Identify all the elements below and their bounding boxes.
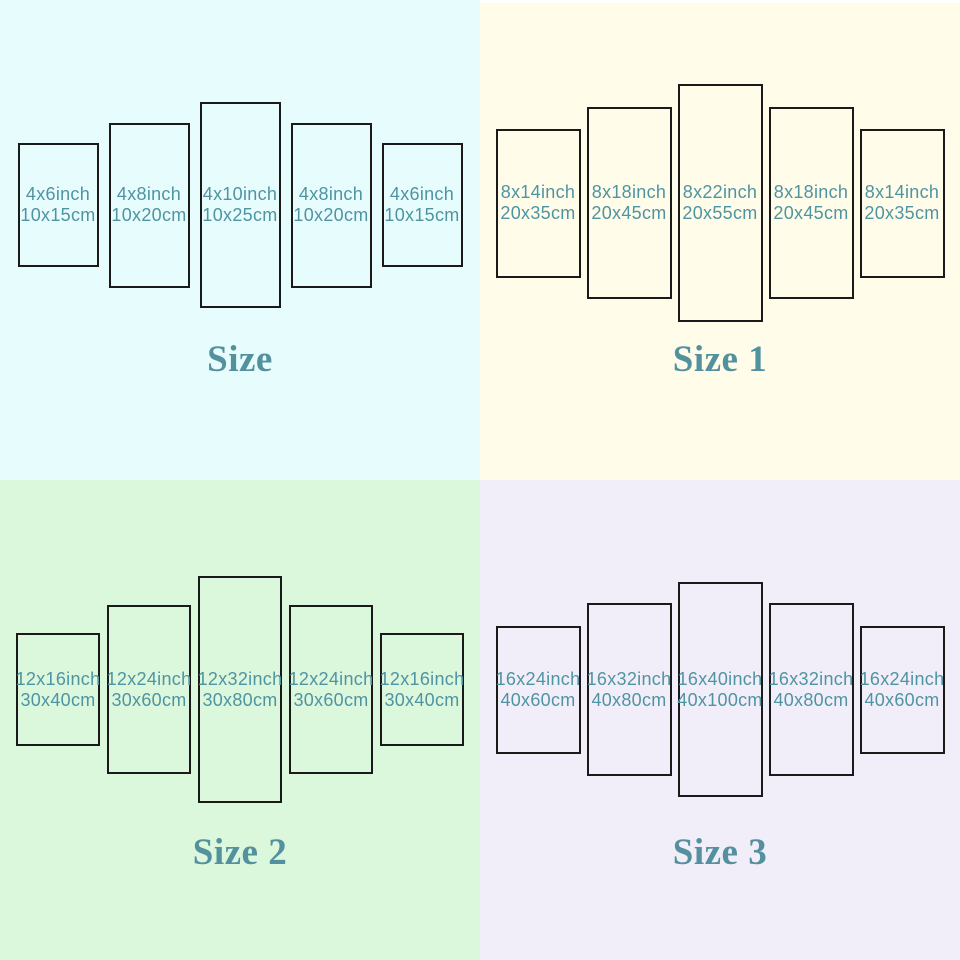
panel-size-cm: 10x20cm [111, 205, 187, 225]
panel-size-cm: 40x60cm [864, 689, 940, 710]
panel-size-label: 8x18inch 20x45cm [773, 182, 848, 224]
panel-size-inch: 4x10inch [202, 184, 278, 204]
panel-size-inch: 4x8inch [298, 184, 364, 204]
panel-size-label: 12x16inch 30x40cm [16, 669, 101, 711]
size-chart-quadrant-size-2: 12x16inch 30x40cm 12x24inch 30x60cm 12x3… [0, 480, 480, 960]
canvas-panel-4: 4x8inch 10x20cm [290, 122, 372, 288]
panel-row: 16x24inch 40x60cm 16x32inch 40x80cm 16x4… [480, 582, 960, 797]
panel-size-cm: 20x35cm [864, 203, 940, 223]
panel-size-cm: 20x35cm [500, 203, 576, 223]
canvas-panel-5: 16x24inch 40x60cm [859, 625, 945, 754]
panel-size-cm: 10x15cm [384, 205, 460, 225]
panel-size-cm: 30x60cm [293, 689, 369, 710]
panel-size-inch: 8x18inch [773, 182, 849, 202]
canvas-panel-3: 8x22inch 20x55cm [677, 84, 763, 322]
panel-size-label: 8x14inch 20x35cm [864, 182, 939, 224]
canvas-panel-4: 8x18inch 20x45cm [768, 107, 854, 299]
panel-size-inch: 16x24inch [859, 668, 945, 689]
panel-size-cm: 20x45cm [591, 203, 667, 223]
panel-size-inch: 8x22inch [682, 182, 758, 202]
canvas-panel-2: 12x24inch 30x60cm [107, 605, 191, 774]
panel-size-cm: 30x40cm [20, 689, 96, 710]
panel-size-label: 4x6inch 10x15cm [20, 184, 95, 226]
panel-size-label: 8x14inch 20x35cm [500, 182, 575, 224]
panel-size-cm: 30x40cm [384, 689, 460, 710]
panel-size-inch: 16x32inch [586, 668, 672, 689]
canvas-panel-4: 16x32inch 40x80cm [768, 603, 854, 776]
panel-size-inch: 8x18inch [591, 182, 667, 202]
panel-size-cm: 10x15cm [20, 205, 96, 225]
panel-size-cm: 40x80cm [591, 689, 667, 710]
panel-size-label: 8x22inch 20x55cm [682, 182, 757, 224]
panel-size-inch: 12x16inch [15, 668, 101, 689]
panel-size-inch: 8x14inch [864, 182, 940, 202]
panel-size-label: 12x24inch 30x60cm [289, 669, 374, 711]
canvas-panel-1: 8x14inch 20x35cm [495, 128, 581, 278]
panel-size-label: 12x32inch 30x80cm [198, 669, 283, 711]
canvas-panel-1: 12x16inch 30x40cm [16, 633, 100, 746]
canvas-panel-3: 4x10inch 10x25cm [199, 102, 281, 308]
panel-size-label: 4x6inch 10x15cm [384, 184, 459, 226]
size-chart-quadrant-size-1: 8x14inch 20x35cm 8x18inch 20x45cm 8x22in… [480, 0, 960, 480]
canvas-panel-1: 16x24inch 40x60cm [495, 625, 581, 754]
canvas-panel-4: 12x24inch 30x60cm [289, 605, 373, 774]
quadrant-title: Size 3 [672, 832, 768, 873]
canvas-panel-1: 4x6inch 10x15cm [17, 143, 99, 267]
panel-size-inch: 8x14inch [500, 182, 576, 202]
panel-size-cm: 40x100cm [677, 689, 763, 710]
panel-size-cm: 10x25cm [202, 205, 278, 225]
panel-size-inch: 16x32inch [768, 668, 854, 689]
canvas-panel-2: 4x8inch 10x20cm [108, 122, 190, 288]
panel-row: 8x14inch 20x35cm 8x18inch 20x45cm 8x22in… [480, 84, 960, 322]
panel-size-label: 4x10inch 10x25cm [202, 184, 277, 226]
panel-size-label: 16x24inch 40x60cm [860, 669, 945, 711]
panel-size-label: 16x24inch 40x60cm [496, 669, 581, 711]
panel-size-label: 16x32inch 40x80cm [587, 669, 672, 711]
size-chart-quadrant-size-3: 16x24inch 40x60cm 16x32inch 40x80cm 16x4… [480, 480, 960, 960]
panel-size-inch: 4x6inch [389, 184, 455, 204]
panel-size-label: 8x18inch 20x45cm [591, 182, 666, 224]
panel-row: 12x16inch 30x40cm 12x24inch 30x60cm 12x3… [0, 576, 480, 803]
panel-size-inch: 4x8inch [116, 184, 182, 204]
panel-size-cm: 40x80cm [773, 689, 849, 710]
canvas-panel-5: 8x14inch 20x35cm [859, 128, 945, 278]
size-chart-quadrant-size: 4x6inch 10x15cm 4x8inch 10x20cm 4x10inch… [0, 0, 480, 480]
quadrant-title: Size [207, 339, 273, 380]
panel-size-label: 4x8inch 10x20cm [111, 184, 186, 226]
panel-size-inch: 16x40inch [677, 668, 763, 689]
panel-size-inch: 4x6inch [25, 184, 91, 204]
quadrant-title: Size 1 [672, 339, 768, 380]
canvas-panel-5: 4x6inch 10x15cm [381, 143, 463, 267]
panel-size-cm: 10x20cm [293, 205, 369, 225]
panel-size-label: 16x32inch 40x80cm [769, 669, 854, 711]
panel-size-cm: 30x60cm [111, 689, 187, 710]
panel-size-inch: 12x32inch [197, 668, 283, 689]
canvas-panel-5: 12x16inch 30x40cm [380, 633, 464, 746]
panel-size-label: 4x8inch 10x20cm [293, 184, 368, 226]
panel-size-inch: 12x16inch [379, 668, 465, 689]
panel-size-label: 12x16inch 30x40cm [380, 669, 465, 711]
canvas-panel-2: 8x18inch 20x45cm [586, 107, 672, 299]
canvas-panel-2: 16x32inch 40x80cm [586, 603, 672, 776]
panel-size-cm: 40x60cm [500, 689, 576, 710]
panel-row: 4x6inch 10x15cm 4x8inch 10x20cm 4x10inch… [0, 102, 480, 308]
panel-size-inch: 16x24inch [495, 668, 581, 689]
panel-size-label: 16x40inch 40x100cm [677, 669, 762, 711]
panel-size-inch: 12x24inch [288, 668, 374, 689]
panel-size-cm: 30x80cm [202, 689, 278, 710]
quadrant-title: Size 2 [192, 832, 288, 873]
panel-size-cm: 20x45cm [773, 203, 849, 223]
panel-size-label: 12x24inch 30x60cm [107, 669, 192, 711]
canvas-panel-3: 12x32inch 30x80cm [198, 576, 282, 803]
canvas-panel-3: 16x40inch 40x100cm [677, 582, 763, 797]
panel-size-cm: 20x55cm [682, 203, 758, 223]
panel-size-inch: 12x24inch [106, 668, 192, 689]
